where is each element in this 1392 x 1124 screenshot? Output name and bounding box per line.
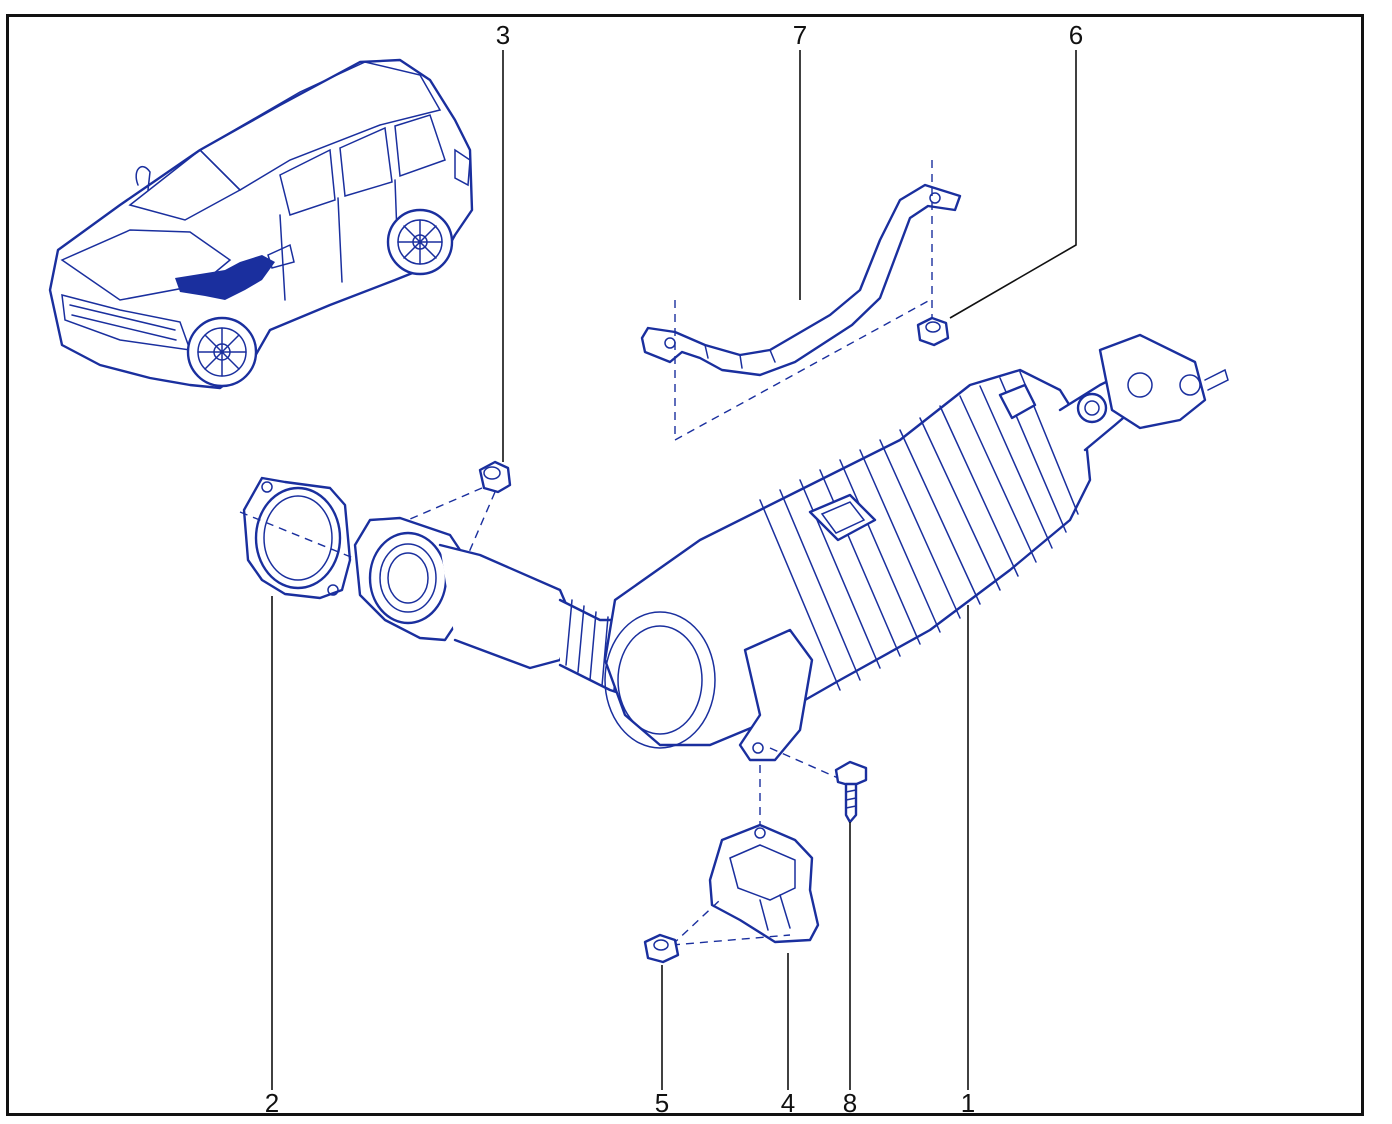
callout-3: 3 [496, 20, 510, 50]
vehicle-locator-illustration [48, 58, 474, 390]
part-5-nut [643, 933, 680, 964]
callout-2: 2 [265, 1088, 279, 1118]
callout-8: 8 [843, 1088, 857, 1118]
part-1-particulate-filter [353, 333, 1229, 762]
callout-6: 6 [1069, 20, 1083, 50]
callout-4: 4 [781, 1088, 795, 1118]
part-7-hanger-bracket [640, 160, 962, 441]
diagram-frame [6, 14, 1364, 1116]
leader-line-6 [949, 50, 1077, 319]
part-8-bolt [769, 747, 868, 824]
part-6-nut [916, 316, 950, 347]
callout-5: 5 [655, 1088, 669, 1118]
leader-lines [271, 50, 1077, 1090]
callout-7: 7 [793, 20, 807, 50]
callout-numbers: 3 7 6 2 5 4 8 1 [265, 20, 1083, 1118]
callout-1: 1 [961, 1088, 975, 1118]
part-4-exhaust-mount [671, 765, 820, 946]
part-3-nut [379, 460, 512, 609]
